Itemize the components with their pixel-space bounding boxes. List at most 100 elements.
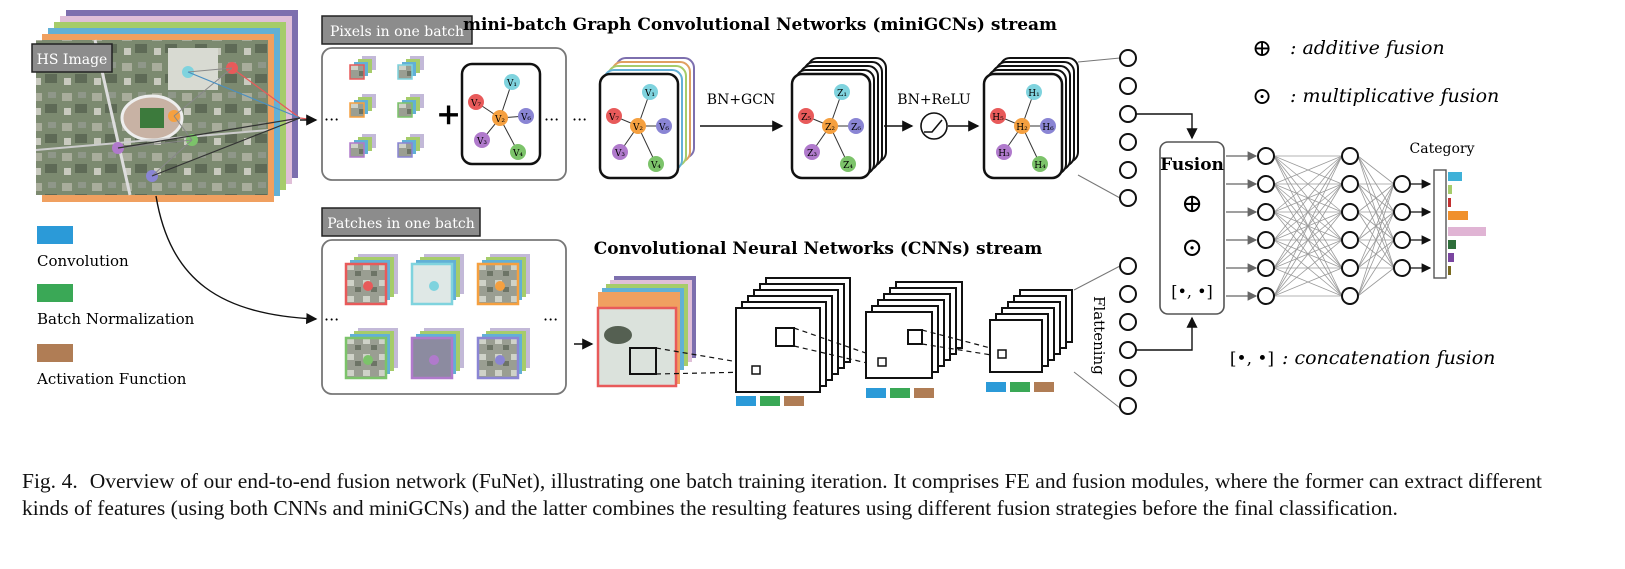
conv-block-2-act-swatch (914, 388, 934, 398)
stack-node-v4-label: V₄ (650, 161, 661, 171)
legend-label-activation: Activation Function (36, 370, 187, 388)
fusion-concat-icon: [•, •] (1171, 282, 1213, 301)
conv-block-3 (989, 289, 1073, 373)
node-z4-label: Z₄ (843, 161, 853, 171)
patches-right-ellipsis: ··· (543, 310, 558, 329)
node-h5-label: H₅ (992, 113, 1004, 123)
multiplicative-fusion-label: : multiplicative fusion (1290, 85, 1499, 107)
hs-image-label: HS Image (37, 52, 108, 68)
layer-legend: Convolution Batch Normalization Activati… (36, 226, 195, 388)
category-vector (1433, 169, 1447, 279)
additive-fusion-icon: ⊕ (1252, 34, 1272, 62)
hs-image-label-box (31, 43, 113, 73)
category-label: Category (1410, 141, 1475, 157)
fusion-multiplicative-icon: ⊙ (1181, 233, 1203, 263)
node-z6-label: Z₆ (851, 123, 861, 133)
output-arrows (1410, 179, 1432, 273)
concatenation-fusion-icon: [•, •] (1230, 349, 1274, 369)
cnn-output-neurons (1119, 257, 1137, 415)
fusion-module (1159, 141, 1225, 315)
figure-caption: Fig. 4.Overview of our end-to-end fusion… (22, 468, 1542, 522)
conv-block-2-conv-swatch (866, 388, 886, 398)
fusion-additive-icon: ⊕ (1181, 189, 1203, 219)
conv-block-2 (865, 281, 963, 379)
fusion-label: Fusion (1160, 155, 1224, 175)
bn-relu-label: BN+ReLU (897, 92, 971, 108)
conv-block-1-act-swatch (784, 396, 804, 406)
fc-layer-1 (1257, 147, 1275, 305)
to-gcn-ellipsis: ··· (572, 110, 587, 129)
stack-node-v1-label: V₁ (644, 89, 655, 99)
funet-diagram: HS Image Convolution Batch Normalization… (31, 10, 1499, 415)
patch-samples (344, 254, 530, 380)
additive-fusion-label: : additive fusion (1290, 37, 1445, 59)
fc-output-layer (1393, 175, 1411, 277)
fusion-to-fc-arrows (1226, 151, 1258, 301)
pixels-batch-label-box (321, 15, 473, 45)
cnn-input-patch (596, 276, 696, 388)
node-h6-label: H₆ (1042, 123, 1054, 133)
legend-label-batch-norm: Batch Normalization (37, 310, 195, 328)
pixels-batch-label: Pixels in one batch (330, 24, 464, 40)
stack-node-v6-label: V₆ (658, 123, 669, 133)
conv-block-3-conv-swatch (986, 382, 1006, 392)
relu-icon (920, 112, 948, 140)
flattening-label: Flattening (1090, 296, 1108, 375)
hsi-graph-stack: V₁ V₂ V₇ V₆ V₃ V₄ (598, 57, 695, 180)
gcn-output-neurons (1119, 49, 1137, 207)
node-z5-label: Z₅ (801, 113, 811, 123)
node-v1 (504, 74, 520, 90)
node-v6 (518, 108, 534, 124)
node-v2 (492, 110, 508, 126)
patches-left-ellipsis: ··· (324, 310, 339, 329)
node-v6-label: V₆ (520, 113, 531, 123)
fc-layer-2 (1341, 147, 1359, 305)
node-z2-label: Z₂ (825, 123, 835, 133)
stack-node-v3-label: V₃ (614, 149, 625, 159)
node-v1-label: V₁ (506, 79, 517, 89)
pixels-right-ellipsis: ··· (544, 110, 559, 129)
stack-node-v7-label: V₇ (608, 113, 619, 123)
conv-block-3-bn-swatch (1010, 382, 1030, 392)
legend-swatch-convolution (37, 226, 73, 244)
node-v4 (510, 144, 526, 160)
node-h1-label: H₁ (1028, 89, 1039, 99)
conv-block-1-conv-swatch (736, 396, 756, 406)
node-h3-label: H₃ (998, 149, 1010, 159)
hs-image-stack (35, 10, 298, 202)
node-v3-label: V₃ (476, 137, 487, 147)
caption-text: Overview of our end-to-end fusion networ… (22, 469, 1542, 520)
concatenation-fusion-label: : concatenation fusion (1282, 347, 1495, 369)
figure-label: Fig. 4. (22, 469, 78, 493)
node-v3 (474, 132, 490, 148)
cnn-stream-title: Convolutional Neural Networks (CNNs) str… (594, 239, 1043, 259)
stack-node-v2-label: V₂ (632, 123, 643, 133)
category-probabilities (1448, 172, 1486, 275)
pixel-samples (349, 56, 424, 158)
node-v7-label: V₇ (470, 99, 481, 109)
conv-block-3-act-swatch (1034, 382, 1054, 392)
node-z1-label: Z₁ (837, 89, 847, 99)
input-graph: V₁ V₂ V₇ V₆ V₃ V₄ (468, 74, 534, 160)
patches-batch-label-box (321, 207, 481, 237)
patches-batch-panel (321, 239, 567, 395)
legend-swatch-batch-norm (37, 284, 73, 302)
conv-block-2-bn-swatch (890, 388, 910, 398)
node-z3-label: Z₃ (807, 149, 817, 159)
node-v4-label: V₄ (512, 149, 523, 159)
patches-batch-label: Patches in one batch (327, 216, 474, 232)
h-graph-stack: H₁ H₂ H₅ H₆ H₃ H₄ (982, 57, 1079, 180)
z-graph-stack: Z₁ Z₂ Z₅ Z₆ Z₃ Z₄ (790, 57, 887, 180)
minigcn-stream-title: mini-batch Graph Convolutional Networks … (463, 15, 1057, 35)
conv-block-1-bn-swatch (760, 396, 780, 406)
pixels-batch-panel (321, 47, 567, 181)
legend-label-convolution: Convolution (37, 252, 129, 270)
node-h2-label: H₂ (1016, 123, 1028, 133)
conv-block-1 (735, 277, 851, 393)
node-v7 (468, 94, 484, 110)
multiplicative-fusion-icon: ⊙ (1252, 82, 1272, 110)
pixels-left-ellipsis: ··· (324, 110, 339, 129)
plus-sign: + (436, 97, 461, 132)
node-h4-label: H₄ (1034, 161, 1046, 171)
fc-connections (1273, 155, 1395, 297)
